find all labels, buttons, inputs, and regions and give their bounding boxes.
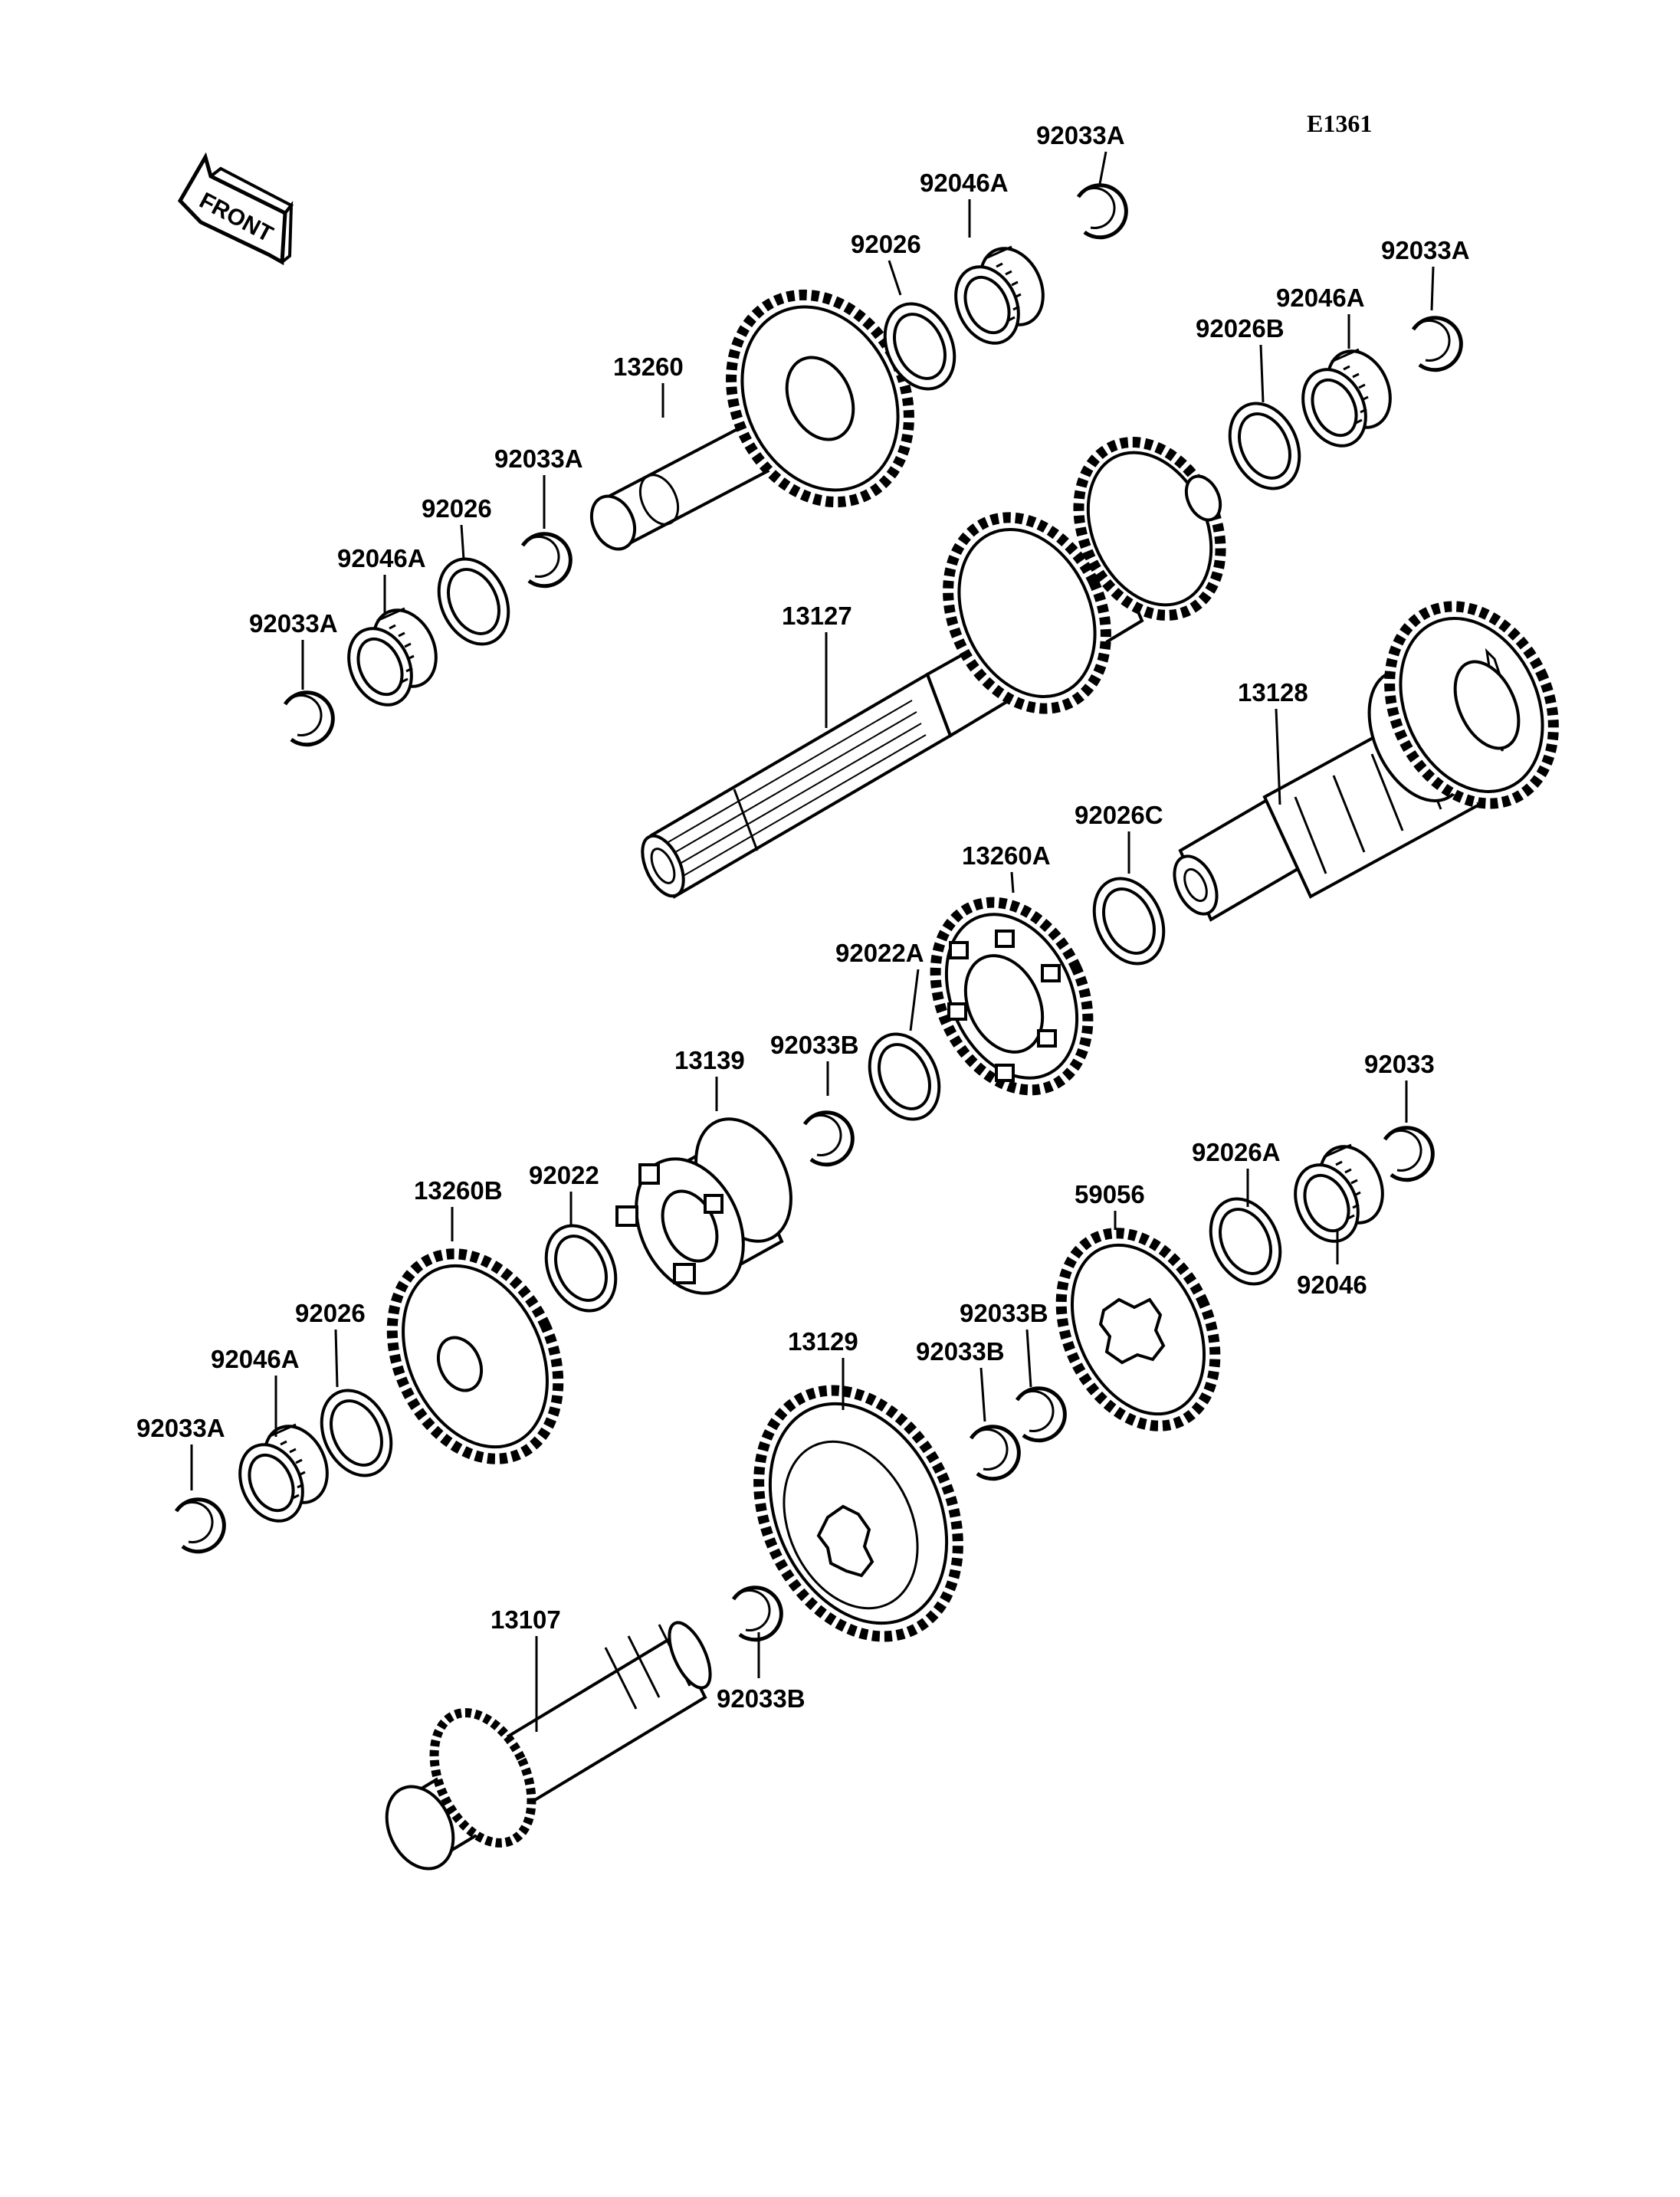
gear-13129-part (753, 1385, 963, 1642)
part-label: 13260 (613, 353, 684, 381)
part-label: 92046A (1276, 284, 1365, 312)
part-label: 92033B (916, 1337, 1005, 1366)
gear-13260b-part (386, 1248, 564, 1464)
part-label: 13139 (674, 1046, 745, 1074)
shift-dog-13139-part (615, 1117, 792, 1295)
part-label: 92026 (422, 494, 492, 523)
shaft-13128-part (1173, 601, 1559, 922)
part-label: 59056 (1075, 1180, 1145, 1208)
needle-bearing-part (335, 598, 450, 717)
circlip-part (1078, 185, 1126, 238)
circlip-part (1413, 318, 1461, 370)
part-label: 92033B (770, 1031, 859, 1059)
splined-washer-part (855, 1021, 954, 1133)
part-label: 92046A (337, 544, 426, 572)
needle-bearing-part (1289, 339, 1404, 458)
part-label: 92022A (835, 939, 924, 967)
part-label: 92026B (1196, 314, 1285, 343)
part-label: 92046A (211, 1345, 300, 1373)
part-label: 13127 (782, 602, 852, 630)
part-label: 92033A (494, 444, 583, 473)
circlip-part (1017, 1389, 1065, 1441)
part-label: 92026 (295, 1299, 366, 1327)
part-label: 92033A (1381, 236, 1470, 264)
part-label: 13107 (491, 1605, 561, 1634)
diagram-code: E1361 (1307, 110, 1372, 137)
circlip-part (523, 534, 570, 586)
thrust-washer-part (1215, 390, 1314, 502)
thrust-washer-part (1196, 1185, 1295, 1297)
part-label: 92033B (717, 1684, 806, 1713)
needle-bearing-part (942, 236, 1057, 356)
needle-bearing-part (1281, 1134, 1396, 1254)
part-label: 92046 (1297, 1271, 1367, 1299)
part-label: 92033A (1036, 121, 1125, 149)
shaft-13127-part (641, 437, 1226, 899)
part-label: 13260B (414, 1176, 503, 1205)
gear-59056-part (1055, 1228, 1221, 1431)
circlip-part (1385, 1128, 1432, 1180)
part-label: 13129 (788, 1327, 858, 1356)
leader-lines (190, 151, 1435, 1732)
part-label: 92026 (851, 230, 921, 258)
part-label: 92033B (960, 1299, 1048, 1327)
part-label: 92026A (1192, 1138, 1281, 1166)
part-label: 92033A (136, 1414, 225, 1442)
circlip-part (971, 1427, 1019, 1479)
front-arrow-icon: FRONT (177, 152, 294, 266)
circlip-part (176, 1500, 224, 1552)
part-label: 92033A (249, 609, 338, 638)
thrust-washer-part (1079, 865, 1179, 977)
part-label: 13260A (962, 841, 1051, 870)
circlip-part (805, 1113, 852, 1165)
part-label: 92046A (920, 169, 1009, 197)
part-label: 92022 (529, 1161, 599, 1189)
part-label: 92026C (1075, 801, 1163, 829)
thrust-washer-part (531, 1212, 631, 1324)
part-label: 92033 (1364, 1050, 1435, 1078)
thrust-washer-part (424, 546, 523, 657)
shaft-13260-part (589, 289, 914, 551)
gear-13260a-part (930, 897, 1094, 1096)
shaft-13107-part (385, 1621, 712, 1871)
part-label: 13128 (1238, 678, 1308, 707)
circlip-part (733, 1588, 781, 1640)
circlip-part (285, 693, 333, 745)
